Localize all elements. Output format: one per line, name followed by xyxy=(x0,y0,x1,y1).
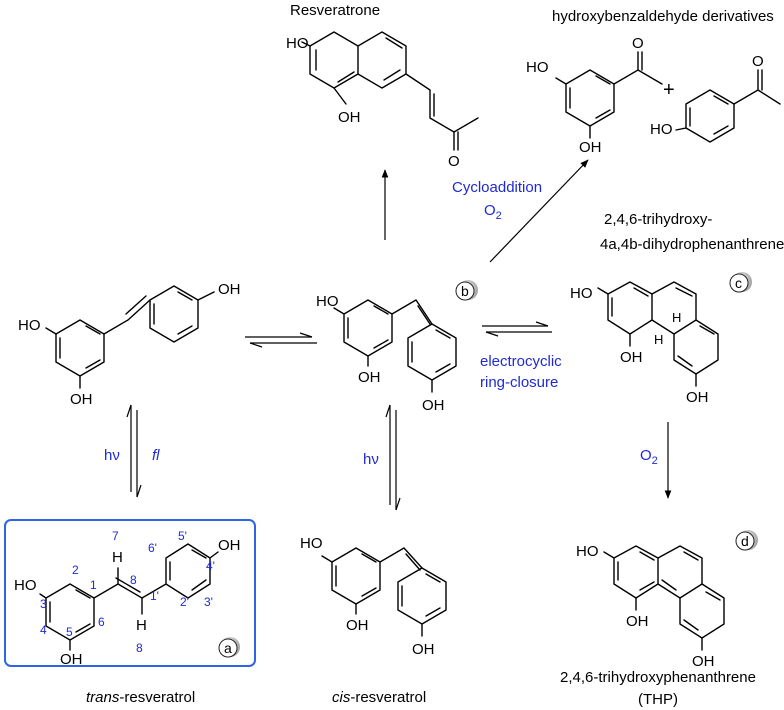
svg-text:4': 4' xyxy=(206,559,215,573)
box-h7: H xyxy=(112,549,123,566)
resveratrone-o: O xyxy=(448,153,460,170)
thp-caption-1: 2,4,6-trihydroxyphenanthrene xyxy=(560,669,756,686)
svg-text:4: 4 xyxy=(40,623,47,637)
box-oh-meta: OH xyxy=(60,651,83,668)
box-ho: HO xyxy=(14,577,37,594)
badge-a xyxy=(218,638,238,658)
resveratrone-structure: Resveratrone HO OH O xyxy=(286,2,479,170)
cis-resveratrol-bottom: HO OH OH xyxy=(300,535,447,658)
hbd1-ho: HO xyxy=(526,59,549,76)
trans-resveratrol-box: H H OH HO OH 1 2 3 4 5 6 7 8 8 1' 2' 3' … xyxy=(4,519,256,668)
svg-text:b: b xyxy=(461,283,469,299)
equilibrium-b-c: electrocyclic ring-closure xyxy=(480,321,562,391)
hbd-title: hydroxybenzaldehyde derivatives xyxy=(552,8,774,25)
equilibrium-trans-cis xyxy=(245,332,317,348)
thp-oh-1: OH xyxy=(626,613,649,630)
svg-text:2': 2' xyxy=(180,595,189,609)
dihydro-title-2: 4a,4b-dihydrophenanthrene xyxy=(600,236,784,253)
hbd1-oh: OH xyxy=(579,139,602,156)
cycloaddition-arrow: Cycloaddition O2 xyxy=(452,159,589,263)
hbd1-o: O xyxy=(632,35,644,52)
svg-text:a: a xyxy=(224,640,232,656)
thp-ho: HO xyxy=(576,543,599,560)
cis-ho: HO xyxy=(300,535,323,552)
trans-resveratrol-top: OH HO OH xyxy=(18,281,241,408)
svg-text:3: 3 xyxy=(40,597,47,611)
box-oh-para: OH xyxy=(218,537,241,554)
hbd2-ho: HO xyxy=(650,121,673,138)
svg-text:5': 5' xyxy=(178,529,187,543)
svg-text:7: 7 xyxy=(112,529,119,543)
arrow-c-to-d: O2 xyxy=(640,422,672,499)
dihydro-oh-1: OH xyxy=(620,349,643,366)
cis-oh-meta: OH xyxy=(346,617,369,634)
plus-sign: + xyxy=(663,79,675,101)
badge-b xyxy=(455,281,475,301)
resveratrone-ho: HO xyxy=(286,35,309,52)
o2-label-b: O2 xyxy=(640,447,658,467)
svg-text:5: 5 xyxy=(66,625,73,639)
cis-b-ho: HO xyxy=(316,293,339,310)
svg-text:1: 1 xyxy=(90,578,97,592)
equilibrium-cis-vertical: hν xyxy=(363,404,401,511)
box-h8: H xyxy=(136,617,147,634)
dihydro-h-2: H xyxy=(654,332,663,347)
dihydro-title-1: 2,4,6-trihydroxy- xyxy=(604,211,712,228)
hv-label-mid: hν xyxy=(363,451,379,468)
badge-c xyxy=(729,273,749,293)
resveratrone-oh: OH xyxy=(338,109,361,126)
thp-caption-2: (THP) xyxy=(638,691,678,708)
cycloaddition-label: Cycloaddition xyxy=(452,179,542,196)
hbd2-o: O xyxy=(752,53,764,70)
trans-oh-para: OH xyxy=(218,281,241,298)
svg-text:2: 2 xyxy=(72,563,79,577)
cis-b-oh-para: OH xyxy=(422,397,445,414)
svg-text:1': 1' xyxy=(150,589,159,603)
hv-label-left: hν xyxy=(104,447,120,464)
box-a-border xyxy=(4,519,256,667)
o2-label-a: O2 xyxy=(484,202,502,222)
electrocyclic-label-1: electrocyclic xyxy=(480,353,562,370)
cis-resveratrol-caption: cis-resveratrol xyxy=(332,689,426,706)
resveratrone-title: Resveratrone xyxy=(290,2,380,19)
dihydro-ho: HO xyxy=(570,285,593,302)
thp-oh-2: OH xyxy=(692,653,715,670)
svg-text:8: 8 xyxy=(130,573,137,587)
svg-text:d: d xyxy=(741,533,749,549)
svg-text:8: 8 xyxy=(136,641,143,655)
trans-resveratrol-caption: trans-resveratrol xyxy=(86,689,195,706)
dihydro-oh-2: OH xyxy=(686,389,709,406)
fl-label: fl xyxy=(152,447,160,464)
svg-text:3': 3' xyxy=(204,595,213,609)
svg-text:c: c xyxy=(735,275,742,291)
equilibrium-trans-vertical: hν fl xyxy=(104,404,160,498)
svg-text:6: 6 xyxy=(98,615,105,629)
svg-text:6': 6' xyxy=(148,541,157,555)
hbd-structures: hydroxybenzaldehyde derivatives HO OH O … xyxy=(526,8,781,156)
cis-oh-para: OH xyxy=(412,641,435,658)
cis-b-oh-meta: OH xyxy=(358,369,381,386)
trans-oh-meta: OH xyxy=(70,391,93,408)
thp-structure: HO OH OH d xyxy=(576,530,758,670)
electrocyclic-label-2: ring-closure xyxy=(480,374,558,391)
dihydrophenanthrene-c: 2,4,6-trihydroxy- 4a,4b-dihydrophenanthr… xyxy=(570,211,784,406)
cis-resveratrol-b: HO OH OH b xyxy=(316,280,478,414)
dihydro-h-1: H xyxy=(672,310,681,325)
badge-d xyxy=(735,531,755,551)
trans-ho: HO xyxy=(18,317,41,334)
